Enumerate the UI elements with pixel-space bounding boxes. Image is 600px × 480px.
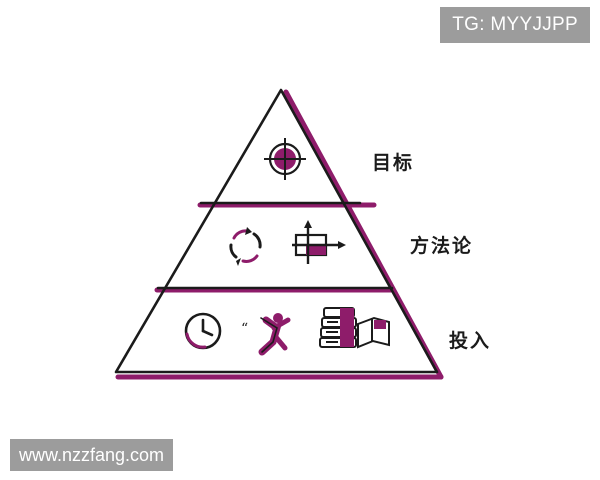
- target-icon: [264, 138, 306, 180]
- books-icon: [319, 307, 390, 349]
- clock-icon: [184, 312, 222, 350]
- cycle-arrows-icon: [229, 227, 262, 266]
- level-label-goal: 目标: [372, 152, 415, 174]
- cross-arrow-icon: [292, 220, 346, 264]
- pyramid-outline: [114, 88, 439, 374]
- person-icon: “: [241, 313, 291, 356]
- level-label-method: 方法论: [410, 235, 474, 257]
- watermark-bottom: www.nzzfang.com: [10, 439, 174, 471]
- pyramid-shadow: [115, 89, 444, 380]
- svg-text:“: “: [241, 321, 248, 337]
- level-label-input: 投入: [449, 330, 492, 352]
- watermark-top: TG: MYYJJPP: [440, 7, 590, 43]
